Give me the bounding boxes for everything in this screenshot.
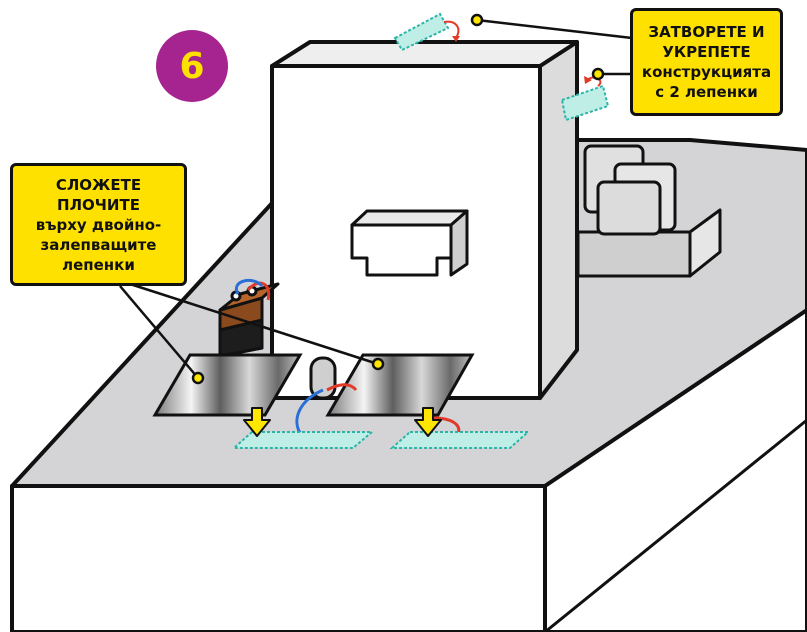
pointer-dot-icon (191, 13, 605, 385)
callout-line: залепващите (40, 235, 157, 254)
battery (218, 282, 280, 358)
back-boxes (576, 144, 722, 278)
callout-line: ЗАТВОРЕТЕ И (648, 23, 765, 41)
left-tape (231, 431, 375, 449)
right-plate (325, 353, 475, 417)
callout-line: конструкцията (641, 63, 772, 81)
down-arrow-icon (243, 407, 271, 437)
cube-side (538, 40, 579, 400)
callout-line: СЛОЖЕТЕ (55, 175, 142, 194)
cube-top (270, 40, 579, 68)
curved-arrow-icon (443, 20, 460, 39)
side-tape (560, 84, 610, 122)
step-number: 6 (179, 45, 205, 87)
callout-line: с 2 лепенки (655, 83, 758, 101)
callout-line: върху двойно- (35, 215, 162, 234)
motor (309, 356, 337, 400)
callout-place-plates: СЛОЖЕТЕ ПЛОЧИТЕ върху двойно- залепващит… (10, 163, 187, 286)
callout-line: УКРЕПЕТЕ (662, 43, 751, 61)
step-number-badge: 6 (156, 30, 228, 102)
base-front-face (10, 484, 547, 632)
callout-line: лепенки (62, 255, 135, 274)
callout-line: ПЛОЧИТЕ (57, 195, 140, 214)
callout-close-and-secure: ЗАТВОРЕТЕ И УКРЕПЕТЕ конструкцията с 2 л… (630, 8, 783, 116)
down-arrow-icon (414, 407, 442, 437)
right-tape (389, 431, 531, 449)
base-side-face (543, 308, 807, 632)
top-tape (393, 12, 450, 52)
cube-window (350, 209, 469, 277)
